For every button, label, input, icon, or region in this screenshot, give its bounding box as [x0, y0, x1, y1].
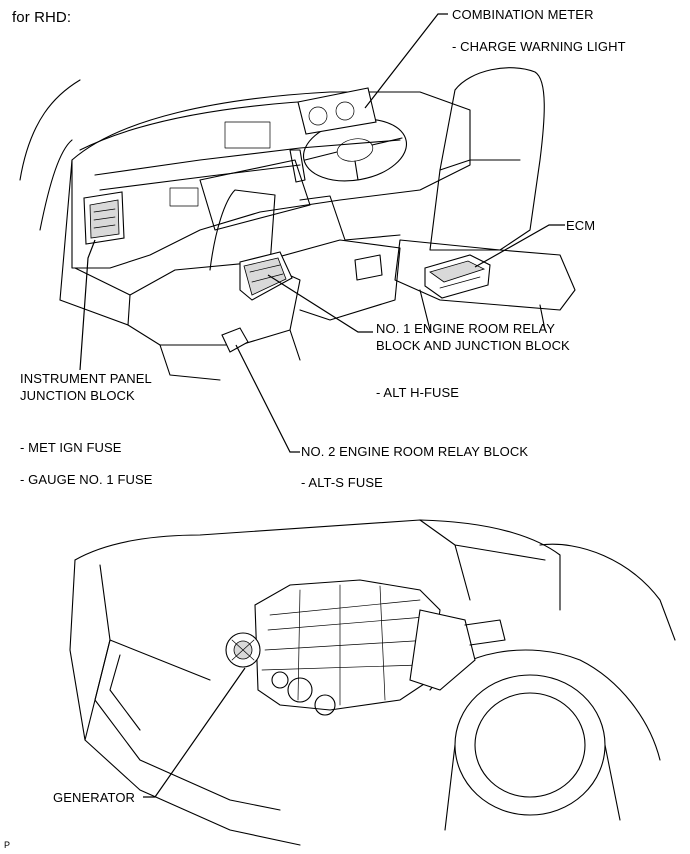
leader-lines	[79, 13, 565, 798]
met-ign-fuse-label: - MET IGN FUSE	[20, 440, 122, 455]
no1-relay-block-label-line2: BLOCK AND JUNCTION BLOCK	[376, 338, 570, 353]
gauge-no1-fuse-label: - GAUGE NO. 1 FUSE	[20, 472, 153, 487]
no2-relay-block-label: NO. 2 ENGINE ROOM RELAY BLOCK	[301, 444, 529, 459]
alt-h-fuse-label: - ALT H-FUSE	[376, 385, 460, 400]
vehicle-front-drawing	[69, 519, 676, 846]
ecm-label: ECM	[566, 218, 596, 233]
combination-meter-label: COMBINATION METER	[452, 7, 594, 22]
instrument-panel-jb-label-line2: JUNCTION BLOCK	[20, 388, 135, 403]
alt-s-fuse-label: - ALT-S FUSE	[301, 475, 383, 490]
footer-code: P	[4, 840, 11, 850]
vehicle-interior-drawing	[19, 67, 576, 381]
no1-relay-block-label-line1: NO. 1 ENGINE ROOM RELAY	[376, 321, 556, 336]
charge-warning-light-label: - CHARGE WARNING LIGHT	[452, 39, 626, 54]
page-title: for RHD:	[12, 9, 72, 26]
instrument-panel-jb-label-line1: INSTRUMENT PANEL	[20, 371, 152, 386]
generator-label: GENERATOR	[53, 790, 136, 805]
